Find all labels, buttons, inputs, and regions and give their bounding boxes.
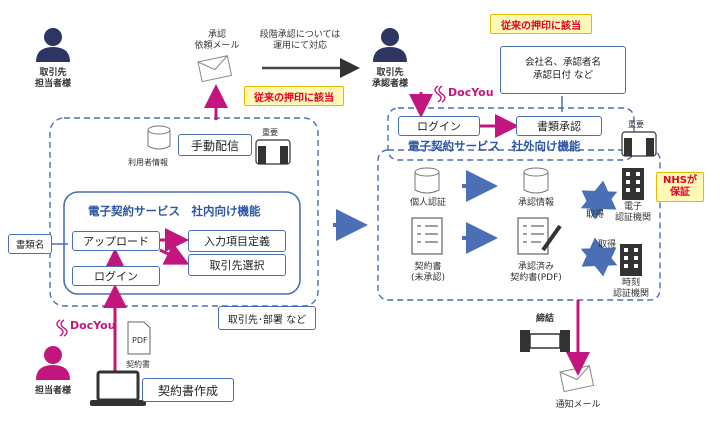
personal-auth-label: 個人認証 [409,198,446,208]
manual-send-box: 手動配信 [178,134,252,156]
request-mail-envelope-icon [197,55,233,83]
left-docyou-mark [56,319,68,337]
left-service-title: 電子契約サービス 社内向け機能 [88,204,261,218]
left-docyou-logo: DocYou [70,319,116,332]
right-main-region-outline [377,149,661,301]
staged-approval-note: 段階承認については 運用にて対応 [259,30,341,51]
left-seal-label: 重要 [262,128,278,137]
laptop-icon [90,370,146,406]
contract-doc-label: 契約書 [126,360,150,369]
right-top-region-outline [387,107,635,161]
unapproved-doc-icon [411,217,443,255]
time-cert-building-icon [620,244,642,276]
approved-pdf-label: 承認済み 契約書(PDF) [510,262,562,283]
personal-auth-db-icon [414,167,440,194]
partner-person-label: 取引先 担当者様 [34,68,71,89]
approval-info-label: 承認情報 [517,198,554,208]
doc-approve-box: 書類承認 [516,116,602,136]
right-service-title: 電子契約サービス 社外向け機能 [408,139,581,153]
unapproved-doc-label: 契約書 (未承認) [410,262,446,283]
approver-person-label: 取引先 承認者様 [371,68,408,89]
arrow-e-cert-back [581,190,618,220]
left-seal-equivalent-tag: 従来の押印に該当 [244,86,344,106]
left-service-outline [63,191,301,295]
time-cert-label: 時刻 認証機関 [612,278,649,299]
request-mail-label: 承認 依頼メール [194,30,240,51]
approval-info-db-icon [523,167,549,194]
pdf-doc-icon [127,321,151,355]
left-region-outline [49,117,319,307]
user-info-label: 利用者情報 [128,158,168,167]
doc-name-tag: 書類名 [8,234,52,254]
partner-dept-note: 取引先･部署 など [218,306,316,330]
right-seal-icon [621,131,657,157]
arrow-time-cert-back [581,237,618,267]
e-cert-label: 電子 認証機関 [614,202,651,223]
input-items-box: 入力項目定義 [188,230,286,252]
right-seal-label: 重要 [628,120,644,129]
acquire-label-1: 取得 [586,210,605,220]
create-contract-box: 契約書作成 [142,378,234,402]
staff-person-icon [36,346,70,380]
partner-select-box: 取引先選択 [188,254,286,276]
approver-person-icon [373,28,407,62]
approved-doc-icon [517,217,562,255]
user-db-icon [147,125,171,150]
e-cert-building-icon [622,168,644,200]
staff-person-label: 担当者様 [34,386,71,396]
upload-box: アップロード [72,231,160,251]
approval-note-box: 会社名、承認者名 承認日付 など [500,46,626,94]
partner-person-icon [36,28,70,62]
left-seal-icon [255,139,291,165]
nhs-guarantee-tag: NHSが 保証 [656,172,704,202]
right-docyou-logo: DocYou [448,86,494,99]
conclude-handshake-icon [520,330,570,352]
login-box-right: ログイン [398,116,480,136]
login-box-left: ログイン [72,266,160,286]
pdf-label: PDF [132,336,148,345]
right-seal-equivalent-tag: 従来の押印に該当 [490,14,592,34]
conclude-label: 締結 [535,314,554,324]
notify-mail-label: 通知メール [555,400,601,410]
right-docyou-mark [434,85,446,103]
arrow-upload-select [159,243,190,265]
acquire-label-2: 取得 [598,240,617,250]
